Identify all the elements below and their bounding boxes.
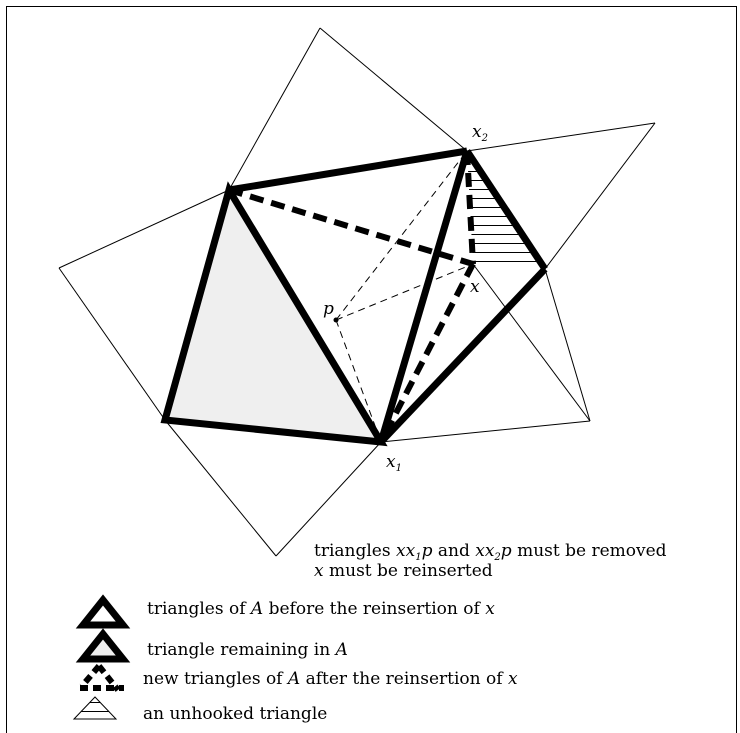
new-triangle-edges [228, 150, 476, 444]
legend-icon-unhooked-triangle [72, 696, 118, 720]
label-x2: x2 [472, 122, 488, 144]
legend-icon-remaining-triangle [75, 628, 131, 663]
legend-label-new-triangles: new triangles of A after the reinsertion… [143, 669, 518, 689]
note-line-2: x must be reinserted [314, 561, 493, 581]
point-p [333, 317, 339, 323]
label-x1: x1 [386, 452, 402, 474]
remaining-triangle-fill [165, 190, 381, 442]
label-x: x [470, 277, 480, 297]
triangles-of-A [160, 147, 548, 447]
legend-icon-new-triangles [79, 664, 124, 692]
legend-icon-triangles-of-A [75, 594, 131, 629]
note-line-1: triangles xx1p and xx2p must be removed [314, 541, 667, 563]
legend-label-remaining-triangle: triangle remaining in A [147, 640, 348, 660]
legend-label-unhooked-triangle: an unhooked triangle [143, 704, 327, 724]
figure-frame [6, 6, 737, 733]
outer-triangulation-edges [58, 27, 656, 557]
label-p: p [323, 299, 334, 319]
legend-label-triangles-of-A: triangles of A before the reinsertion of… [147, 599, 495, 619]
dashed-edges-to-p [335, 150, 474, 443]
